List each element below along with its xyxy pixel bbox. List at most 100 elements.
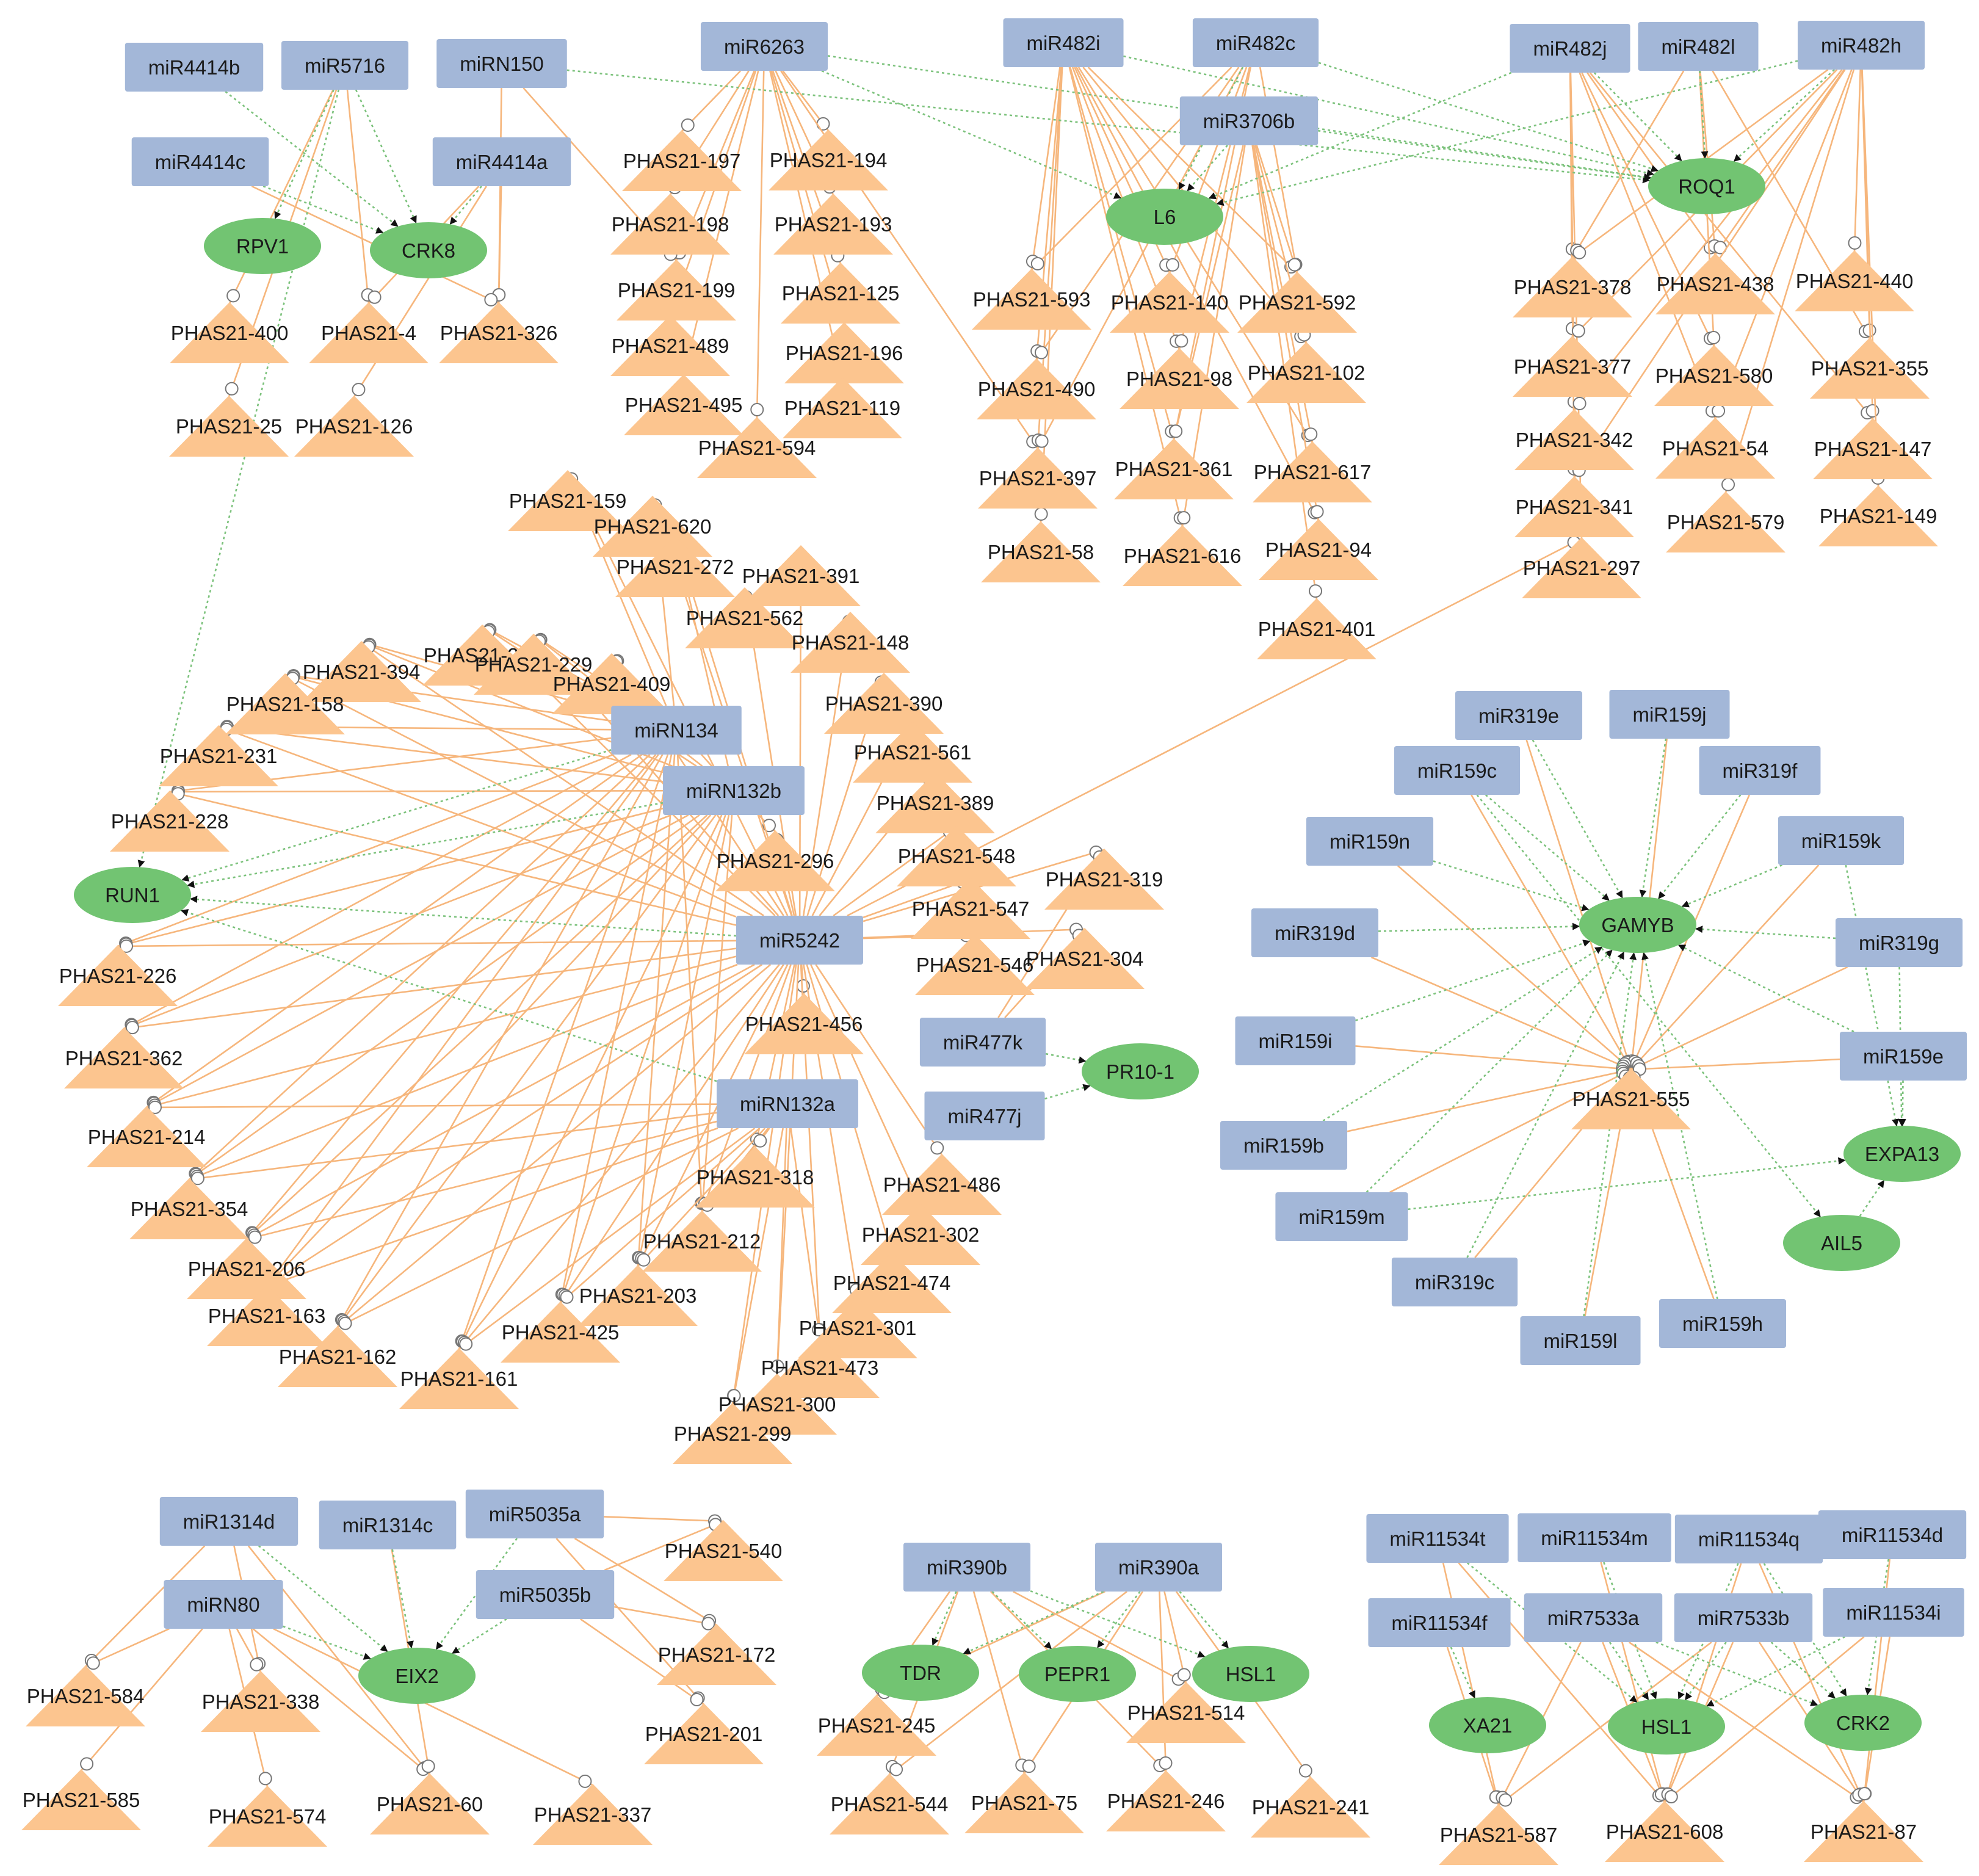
- phas-node[interactable]: PHAS21-149: [1818, 485, 1938, 546]
- gene-node[interactable]: XA21: [1429, 1697, 1546, 1753]
- phas-node[interactable]: PHAS21-206: [187, 1238, 306, 1299]
- mirna-node[interactable]: miR482c: [1192, 18, 1319, 67]
- phas-node[interactable]: PHAS21-326: [439, 302, 559, 363]
- phas-node[interactable]: PHAS21-397: [978, 447, 1098, 509]
- mirna-node[interactable]: miR159b: [1220, 1121, 1348, 1170]
- phas-node[interactable]: PHAS21-562: [685, 587, 805, 648]
- phas-node[interactable]: PHAS21-579: [1666, 491, 1785, 552]
- phas-node[interactable]: PHAS21-400: [170, 302, 289, 363]
- phas-node[interactable]: PHAS21-561: [853, 722, 972, 783]
- mirna-node[interactable]: miR159l: [1520, 1316, 1641, 1365]
- phas-node[interactable]: PHAS21-126: [294, 396, 414, 457]
- phas-node[interactable]: PHAS21-555: [1571, 1068, 1691, 1129]
- phas-node[interactable]: PHAS21-58: [981, 521, 1101, 582]
- phas-node[interactable]: PHAS21-617: [1253, 441, 1372, 502]
- phas-node[interactable]: PHAS21-514: [1126, 1682, 1246, 1743]
- phas-node[interactable]: PHAS21-214: [87, 1106, 206, 1167]
- phas-node[interactable]: PHAS21-544: [830, 1773, 949, 1834]
- mirna-node[interactable]: miR11534d: [1818, 1510, 1967, 1559]
- mirna-node[interactable]: miR390a: [1094, 1543, 1223, 1592]
- phas-node[interactable]: PHAS21-540: [664, 1520, 783, 1581]
- phas-node[interactable]: PHAS21-162: [278, 1326, 397, 1387]
- phas-node[interactable]: PHAS21-389: [875, 772, 995, 833]
- phas-node[interactable]: PHAS21-616: [1123, 525, 1242, 586]
- phas-node[interactable]: PHAS21-245: [817, 1695, 936, 1756]
- phas-node[interactable]: PHAS21-390: [824, 673, 944, 734]
- phas-node[interactable]: PHAS21-199: [617, 259, 736, 321]
- phas-node[interactable]: PHAS21-474: [832, 1252, 952, 1313]
- mirna-node[interactable]: miRN150: [436, 39, 567, 88]
- phas-node[interactable]: PHAS21-319: [1044, 849, 1164, 910]
- gene-node[interactable]: GAMYB: [1579, 897, 1696, 953]
- phas-node[interactable]: PHAS21-194: [769, 129, 888, 190]
- phas-node[interactable]: PHAS21-394: [302, 641, 421, 702]
- gene-node[interactable]: ROQ1: [1648, 158, 1765, 214]
- phas-node[interactable]: PHAS21-148: [791, 612, 910, 673]
- mirna-node[interactable]: miR4414b: [125, 43, 264, 92]
- phas-node[interactable]: PHAS21-608: [1605, 1801, 1724, 1862]
- phas-node[interactable]: PHAS21-301: [798, 1297, 917, 1358]
- mirna-node[interactable]: miRN132a: [717, 1079, 858, 1128]
- phas-node[interactable]: PHAS21-297: [1522, 537, 1641, 598]
- phas-node[interactable]: PHAS21-409: [552, 653, 671, 714]
- mirna-node[interactable]: miR477k: [919, 1018, 1046, 1067]
- phas-node[interactable]: PHAS21-228: [110, 791, 230, 852]
- gene-node[interactable]: PR10-1: [1082, 1043, 1199, 1099]
- phas-node[interactable]: PHAS21-438: [1655, 253, 1775, 314]
- phas-node[interactable]: PHAS21-54: [1655, 418, 1775, 479]
- mirna-node[interactable]: miR319d: [1251, 908, 1379, 957]
- phas-node[interactable]: PHAS21-354: [129, 1178, 249, 1239]
- phas-node[interactable]: PHAS21-547: [911, 878, 1030, 939]
- phas-node[interactable]: PHAS21-580: [1654, 345, 1774, 406]
- phas-node[interactable]: PHAS21-341: [1514, 476, 1634, 537]
- phas-node[interactable]: PHAS21-548: [897, 825, 1016, 886]
- phas-node[interactable]: PHAS21-172: [657, 1624, 776, 1685]
- mirna-node[interactable]: miR5716: [281, 41, 409, 90]
- gene-node[interactable]: L6: [1106, 189, 1223, 245]
- phas-node[interactable]: PHAS21-119: [783, 377, 902, 438]
- phas-node[interactable]: PHAS21-361: [1114, 438, 1234, 499]
- phas-node[interactable]: PHAS21-574: [208, 1786, 327, 1847]
- gene-node[interactable]: CRK8: [370, 222, 487, 278]
- mirna-node[interactable]: miR11534m: [1518, 1513, 1671, 1562]
- phas-node[interactable]: PHAS21-401: [1257, 598, 1377, 659]
- phas-node[interactable]: PHAS21-60: [370, 1773, 490, 1834]
- phas-node[interactable]: PHAS21-337: [533, 1784, 653, 1845]
- gene-node[interactable]: RUN1: [74, 867, 191, 923]
- phas-node[interactable]: PHAS21-620: [593, 496, 712, 557]
- mirna-node[interactable]: miR5242: [736, 916, 864, 965]
- mirna-node[interactable]: miR5035b: [476, 1570, 615, 1619]
- phas-node[interactable]: PHAS21-342: [1514, 409, 1634, 470]
- phas-node[interactable]: PHAS21-594: [697, 417, 817, 478]
- phas-node[interactable]: PHAS21-98: [1120, 348, 1239, 409]
- phas-node[interactable]: PHAS21-87: [1804, 1801, 1923, 1862]
- mirna-node[interactable]: miR4414c: [131, 137, 269, 186]
- phas-node[interactable]: PHAS21-473: [760, 1337, 880, 1398]
- phas-node[interactable]: PHAS21-4: [309, 302, 429, 363]
- phas-node[interactable]: PHAS21-362: [64, 1027, 184, 1088]
- mirna-node[interactable]: miR159m: [1275, 1192, 1408, 1241]
- phas-node[interactable]: PHAS21-585: [21, 1769, 141, 1830]
- phas-node[interactable]: PHAS21-125: [781, 263, 900, 324]
- mirna-node[interactable]: miR159n: [1306, 817, 1434, 866]
- mirna-node[interactable]: miR1314c: [319, 1501, 457, 1549]
- gene-node[interactable]: TDR: [862, 1645, 979, 1701]
- mirna-node[interactable]: miR11534i: [1823, 1588, 1964, 1637]
- phas-node[interactable]: PHAS21-587: [1439, 1804, 1558, 1865]
- phas-node[interactable]: PHAS21-94: [1259, 519, 1378, 580]
- mirna-node[interactable]: miR482l: [1638, 22, 1759, 71]
- phas-node[interactable]: PHAS21-546: [915, 934, 1035, 995]
- phas-node[interactable]: PHAS21-75: [964, 1772, 1084, 1833]
- phas-node[interactable]: PHAS21-212: [642, 1211, 762, 1272]
- mirna-node[interactable]: miR482j: [1510, 24, 1630, 73]
- mirna-node[interactable]: miR390b: [903, 1543, 1031, 1592]
- phas-node[interactable]: PHAS21-197: [622, 130, 742, 191]
- mirna-node[interactable]: miR319f: [1699, 746, 1821, 795]
- phas-node[interactable]: PHAS21-318: [695, 1146, 815, 1208]
- mirna-node[interactable]: miR482h: [1797, 21, 1925, 70]
- gene-node[interactable]: HSL1: [1608, 1698, 1725, 1755]
- phas-node[interactable]: PHAS21-231: [159, 725, 278, 786]
- phas-node[interactable]: PHAS21-489: [610, 315, 730, 376]
- phas-node[interactable]: PHAS21-196: [784, 322, 904, 383]
- phas-node[interactable]: PHAS21-201: [644, 1703, 764, 1764]
